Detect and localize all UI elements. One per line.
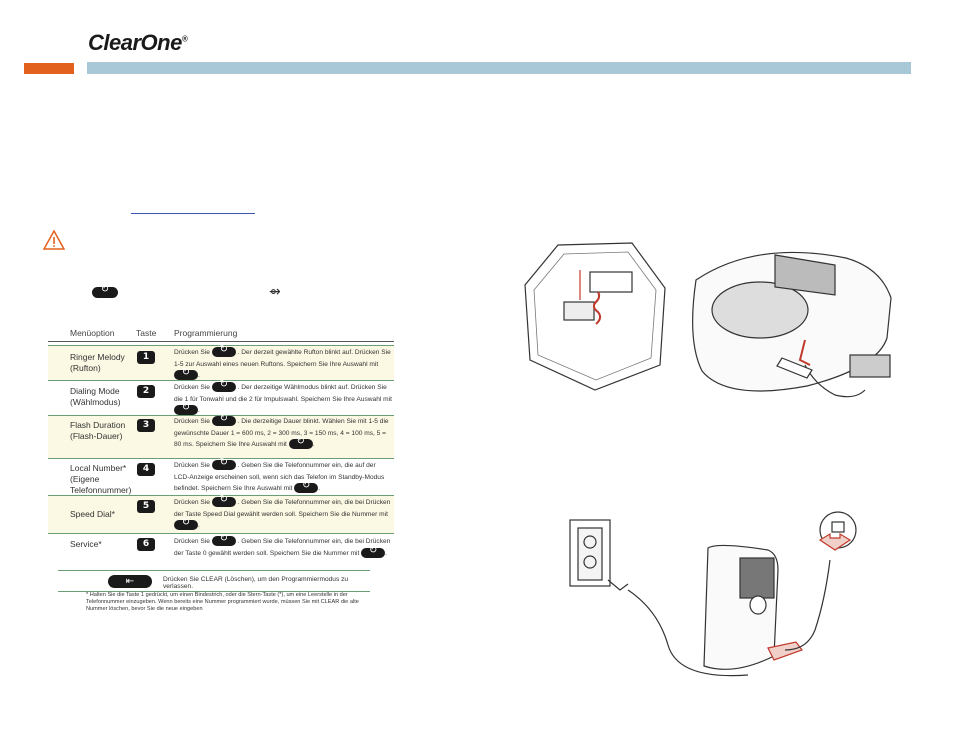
- table-row: Dialing Mode (Wählmodus) 2 Drücken Sie .…: [48, 379, 394, 417]
- clearone-logo: ClearOne®: [88, 30, 188, 55]
- table-row: Flash Duration (Flash-Dauer) 3 Drücken S…: [48, 413, 394, 459]
- number-key: 2: [137, 385, 155, 398]
- number-key: 3: [137, 419, 155, 432]
- program-key-icon: [211, 533, 236, 547]
- hyperlink-underline[interactable]: [131, 212, 255, 214]
- program-key-icon: [211, 379, 236, 393]
- option-label: Local Number* (Eigene Telefonnummer): [70, 463, 132, 495]
- option-label: Service*: [70, 539, 102, 549]
- program-key-icon: [361, 545, 386, 558]
- program-key-icon: [294, 480, 319, 494]
- clear-row: ⇤ Drücken Sie CLEAR (Löschen), um den Pr…: [58, 570, 370, 592]
- phone-battery-illustration: [524, 242, 892, 398]
- table-row: Service* 6 Drücken Sie . Geben Sie die T…: [48, 533, 394, 570]
- number-key: 6: [137, 538, 155, 551]
- number-key: 4: [137, 463, 155, 476]
- clear-key-icon: ⇤: [108, 575, 152, 588]
- row-description: Drücken Sie . Geben Sie die Telefonnumme…: [174, 494, 392, 532]
- row-description: Drücken Sie . Die derzeitige Dauer blink…: [174, 413, 392, 451]
- enter-arrow-icon: ⇴: [269, 284, 281, 300]
- base-station-wall-outlet-illustration: [569, 511, 857, 677]
- program-key-icon: [174, 517, 198, 531]
- header-programming: Programmierung: [174, 328, 238, 338]
- footnote: * Halten Sie die Taste 1 gedrückt, um ei…: [86, 592, 359, 612]
- option-label: Speed Dial*: [70, 509, 115, 519]
- header-option: Menüoption: [70, 328, 115, 338]
- program-key-icon: [211, 494, 236, 508]
- table-row: Speed Dial* 5 Drücken Sie . Geben Sie di…: [48, 494, 394, 534]
- row-description: Drücken Sie . Der derzeitige Wählmodus b…: [174, 379, 392, 417]
- row-description: Drücken Sie . Geben Sie die Telefonnumme…: [174, 457, 392, 495]
- program-key-icon: [211, 413, 236, 427]
- number-key: 1: [137, 351, 155, 364]
- header-key: Taste: [136, 328, 157, 338]
- option-label: Ringer Melody (Rufton): [70, 352, 125, 373]
- program-key-icon: [92, 284, 118, 298]
- header-accent-bar: [24, 63, 74, 74]
- program-key-icon: [211, 457, 236, 471]
- option-label: Dialing Mode (Wählmodus): [70, 386, 121, 407]
- clear-instruction: Drücken Sie CLEAR (Löschen), um den Prog…: [163, 576, 349, 590]
- table-row: Local Number* (Eigene Telefonnummer) 4 D…: [48, 457, 394, 495]
- program-key-icon: [174, 367, 198, 381]
- program-key-icon: [288, 436, 313, 450]
- program-key-icon: [174, 402, 198, 416]
- number-key: 5: [137, 500, 155, 513]
- row-description: Drücken Sie . Geben Sie die Telefonnumme…: [174, 533, 392, 559]
- header-rule: [48, 341, 394, 342]
- program-key-icon: [211, 344, 236, 358]
- row-description: Drücken Sie . Der derzeit gewählte Rufto…: [174, 344, 392, 382]
- warning-triangle-icon: [43, 230, 65, 250]
- table-row: Ringer Melody (Rufton) 1 Drücken Sie . D…: [48, 344, 394, 382]
- option-label: Flash Duration (Flash-Dauer): [70, 420, 126, 441]
- header-bar: [87, 62, 911, 74]
